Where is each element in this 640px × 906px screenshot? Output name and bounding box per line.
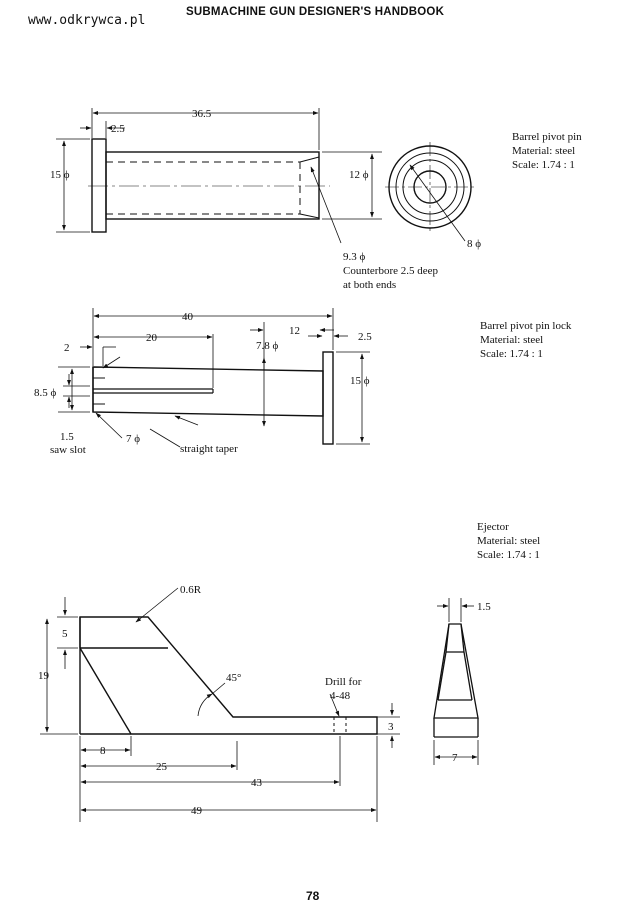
lock-dim-tip-dia: 7 ϕ — [126, 433, 140, 445]
lock-dimensions — [58, 308, 370, 448]
pin-dim-length: 36.5 — [192, 108, 212, 120]
lock-dim-slot-len: 20 — [146, 332, 158, 344]
ejector-dim-angle: 45° — [226, 672, 241, 684]
lock-dim-slot-w: 1.5 — [60, 431, 74, 443]
lock-material: Material: steel — [480, 334, 544, 346]
lock-side-view — [92, 351, 334, 445]
lock-dim-head: 2.5 — [358, 331, 372, 343]
lock-note-taper: straight taper — [180, 443, 238, 455]
ejector-dim-radius: 0.6R — [180, 584, 202, 596]
pin-dim-cbore-dia: 9.3 ϕ — [343, 251, 366, 263]
pin-name: Barrel pivot pin — [512, 131, 582, 143]
lock-dim-head-dia: 15 ϕ — [350, 375, 370, 387]
lock-label-saw-slot: saw slot — [50, 444, 86, 456]
pin-side-view — [88, 138, 330, 233]
ejector-name: Ejector — [477, 521, 509, 533]
ejector-dim-25: 25 — [156, 761, 168, 773]
ejector-end-dimensions — [433, 598, 479, 765]
ejector-dim-thick: 3 — [388, 721, 394, 733]
lock-spec: Barrel pivot pin lock Material: steel Sc… — [480, 319, 571, 361]
ejector-dim-height: 19 — [38, 670, 50, 682]
pin-dim-bore-dia: 8 ϕ — [467, 238, 481, 250]
pin-scale: Scale: 1.74 : 1 — [512, 159, 575, 171]
lock-scale: Scale: 1.74 : 1 — [480, 348, 543, 360]
ejector-dim-43: 43 — [251, 777, 263, 789]
ejector-dimensions — [40, 587, 400, 822]
lock-dim-body-dia: 8.5 ϕ — [34, 387, 57, 399]
ejector-dim-49: 49 — [191, 805, 203, 817]
lock-dim-lip: 2 — [64, 342, 70, 354]
pin-material: Material: steel — [512, 145, 576, 157]
pin-note-cbore-2: at both ends — [343, 279, 396, 291]
pin-dimensions — [56, 108, 382, 244]
pin-dim-shaft-dia: 12 ϕ — [349, 169, 369, 181]
pin-dim-head: 2.5 — [111, 123, 125, 135]
ejector-scale: Scale: 1.74 : 1 — [477, 549, 540, 561]
ejector-note-drill-1: Drill for — [325, 676, 362, 688]
lock-dim-dia-a: 7.8 ϕ — [256, 340, 279, 352]
ejector-note-drill-2: 4-48 — [330, 690, 351, 702]
pin-end-view — [385, 142, 475, 242]
book-title-header: SUBMACHINE GUN DESIGNER'S HANDBOOK — [186, 6, 445, 18]
ejector-dim-base-w: 7 — [452, 752, 458, 764]
pin-dim-head-dia: 15 ϕ — [50, 169, 70, 181]
site-watermark: www.odkrywca.pl — [28, 13, 146, 28]
ejector-dim-top: 5 — [62, 628, 68, 640]
ejector-dim-tip-w: 1.5 — [477, 601, 491, 613]
ejector-material: Material: steel — [477, 535, 541, 547]
lock-dim-taper-len: 12 — [289, 325, 300, 337]
page-number: 78 — [306, 889, 320, 903]
ejector-spec: Ejector Material: steel Scale: 1.74 : 1 — [477, 520, 540, 562]
ejector-dim-8: 8 — [100, 745, 106, 757]
ejector-end-view — [433, 623, 479, 738]
pin-note-cbore-1: Counterbore 2.5 deep — [343, 265, 438, 277]
pin-spec: Barrel pivot pin Material: steel Scale: … — [512, 130, 582, 172]
ejector-side-view — [79, 616, 378, 735]
lock-name: Barrel pivot pin lock — [480, 320, 572, 332]
lock-dim-length: 40 — [182, 311, 194, 323]
